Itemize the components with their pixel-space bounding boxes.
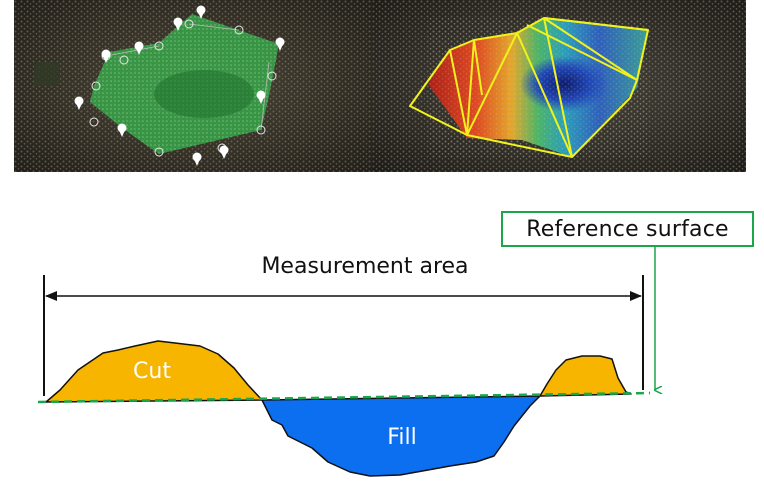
cut-label: Cut	[133, 359, 171, 384]
measurement-area-label: Measurement area	[261, 254, 469, 279]
reference-surface-label: Reference surface	[501, 211, 754, 247]
reference-surface-line	[37, 391, 651, 404]
cut-region-right	[539, 355, 632, 397]
map-pin-icon	[74, 5, 285, 166]
fill-label: Fill	[387, 425, 417, 450]
point-cloud-polygon-image	[14, 0, 372, 172]
heatmap-surface	[428, 18, 648, 158]
triangulation-wireframe	[409, 17, 649, 158]
fill-region	[261, 395, 541, 477]
cut-region-left	[45, 340, 263, 403]
elevation-heatmap-image	[372, 0, 746, 172]
